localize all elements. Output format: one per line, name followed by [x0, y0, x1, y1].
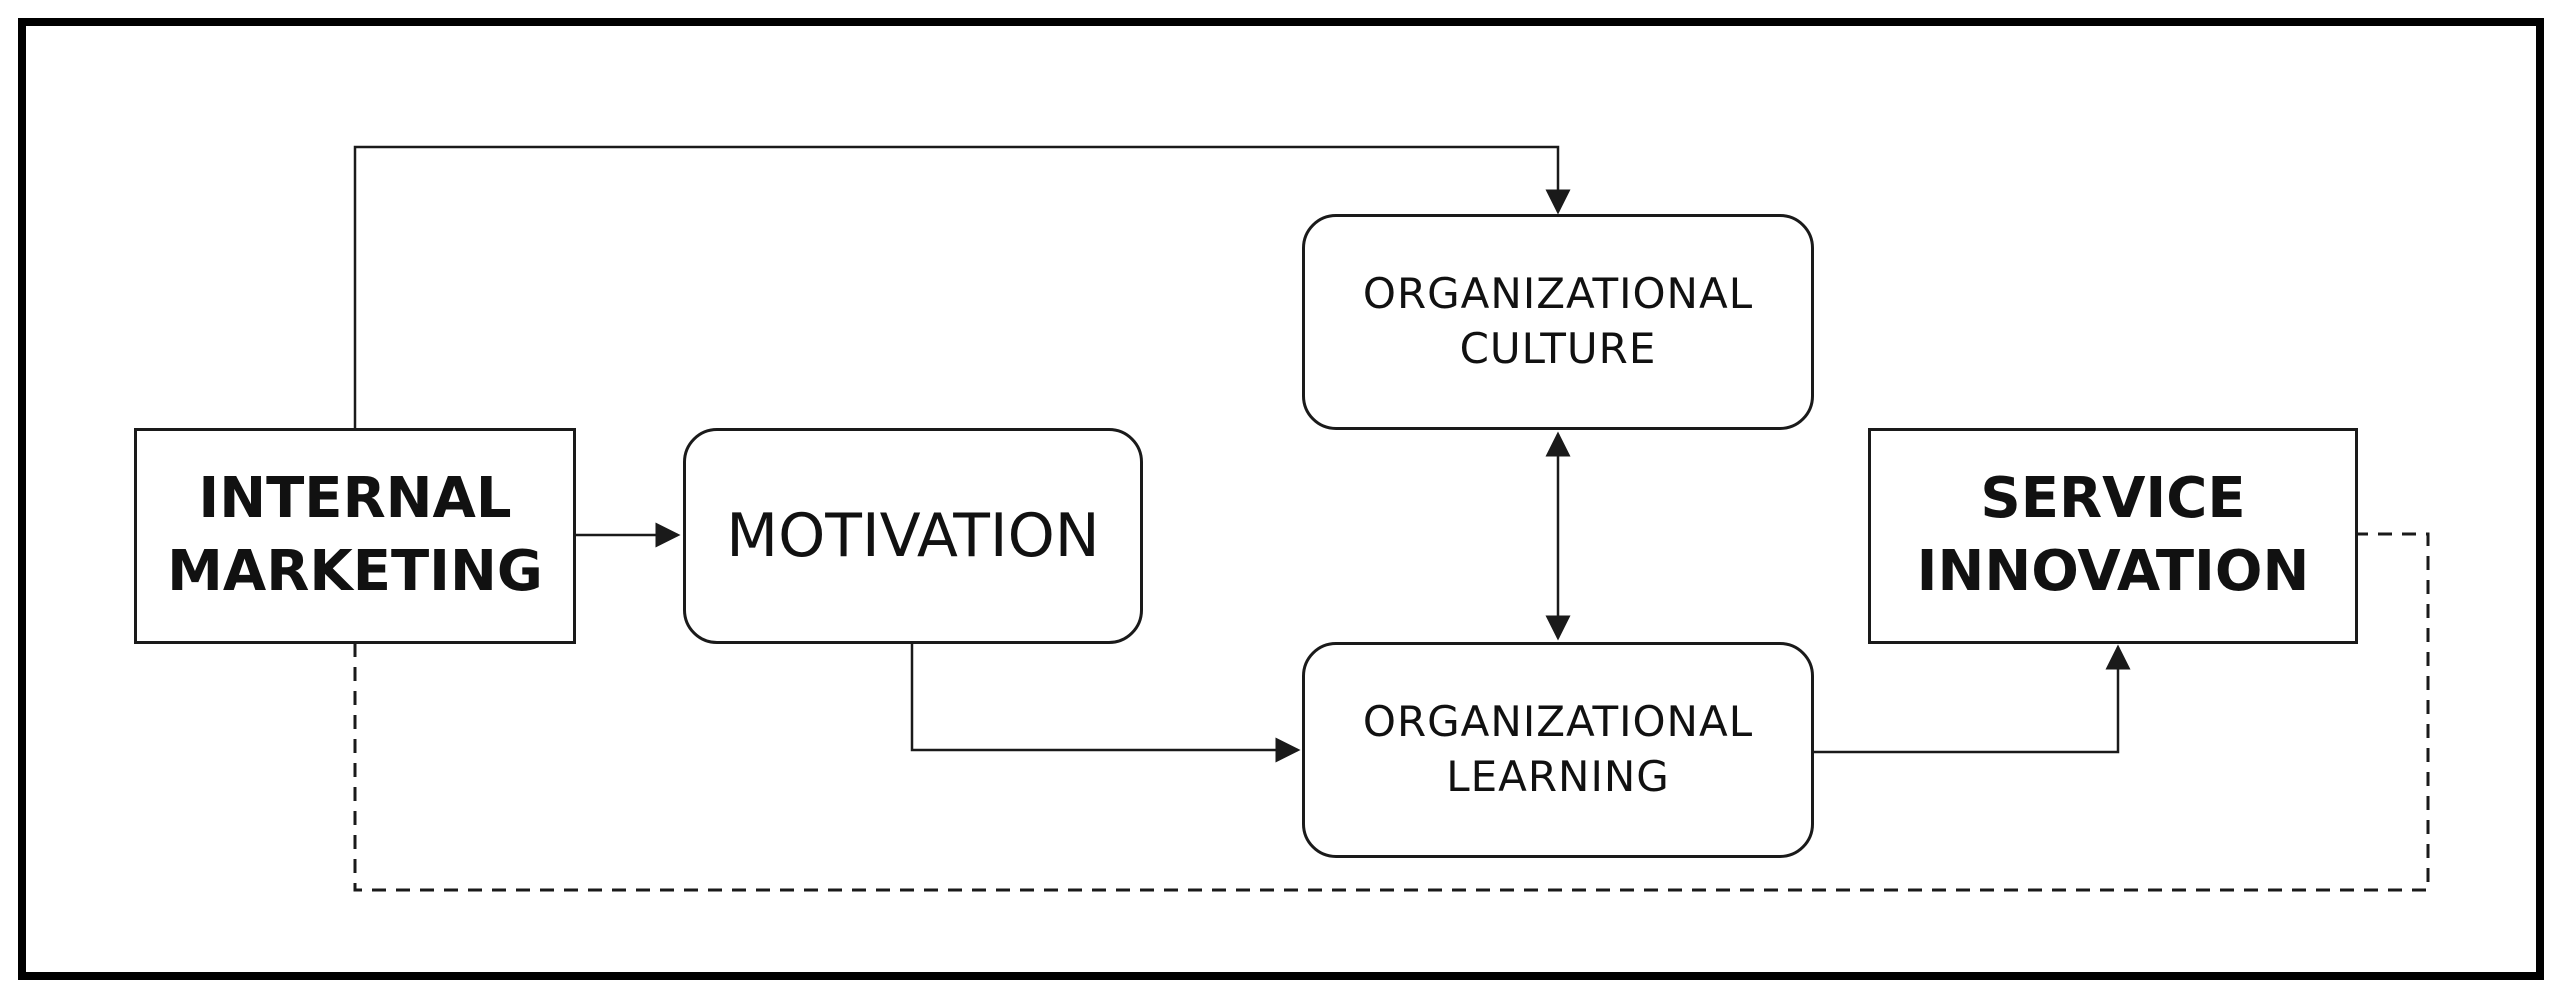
edge-internal-marketing-to-organizational-culture [353, 145, 1571, 430]
node-service-innovation: SERVICE INNOVATION [1868, 428, 2358, 644]
node-internal-marketing-label: INTERNAL MARKETING [167, 466, 543, 604]
node-organizational-learning-label: ORGANIZATIONAL LEARNING [1362, 697, 1754, 801]
edge-internal-marketing-service-innovation-dashed [353, 532, 2430, 892]
node-motivation: MOTIVATION [683, 428, 1143, 644]
node-internal-marketing: INTERNAL MARKETING [134, 428, 576, 644]
node-organizational-learning: ORGANIZATIONAL LEARNING [1302, 642, 1814, 858]
node-organizational-culture: ORGANIZATIONAL CULTURE [1302, 214, 1814, 430]
node-motivation-label: MOTIVATION [726, 501, 1100, 571]
node-service-innovation-label: SERVICE INNOVATION [1916, 466, 2310, 604]
diagram-frame [18, 18, 2544, 980]
edge-motivation-to-organizational-learning [910, 643, 1301, 763]
edge-organizational-learning-to-service-innovation [1812, 644, 2131, 754]
node-organizational-culture-label: ORGANIZATIONAL CULTURE [1362, 269, 1754, 373]
